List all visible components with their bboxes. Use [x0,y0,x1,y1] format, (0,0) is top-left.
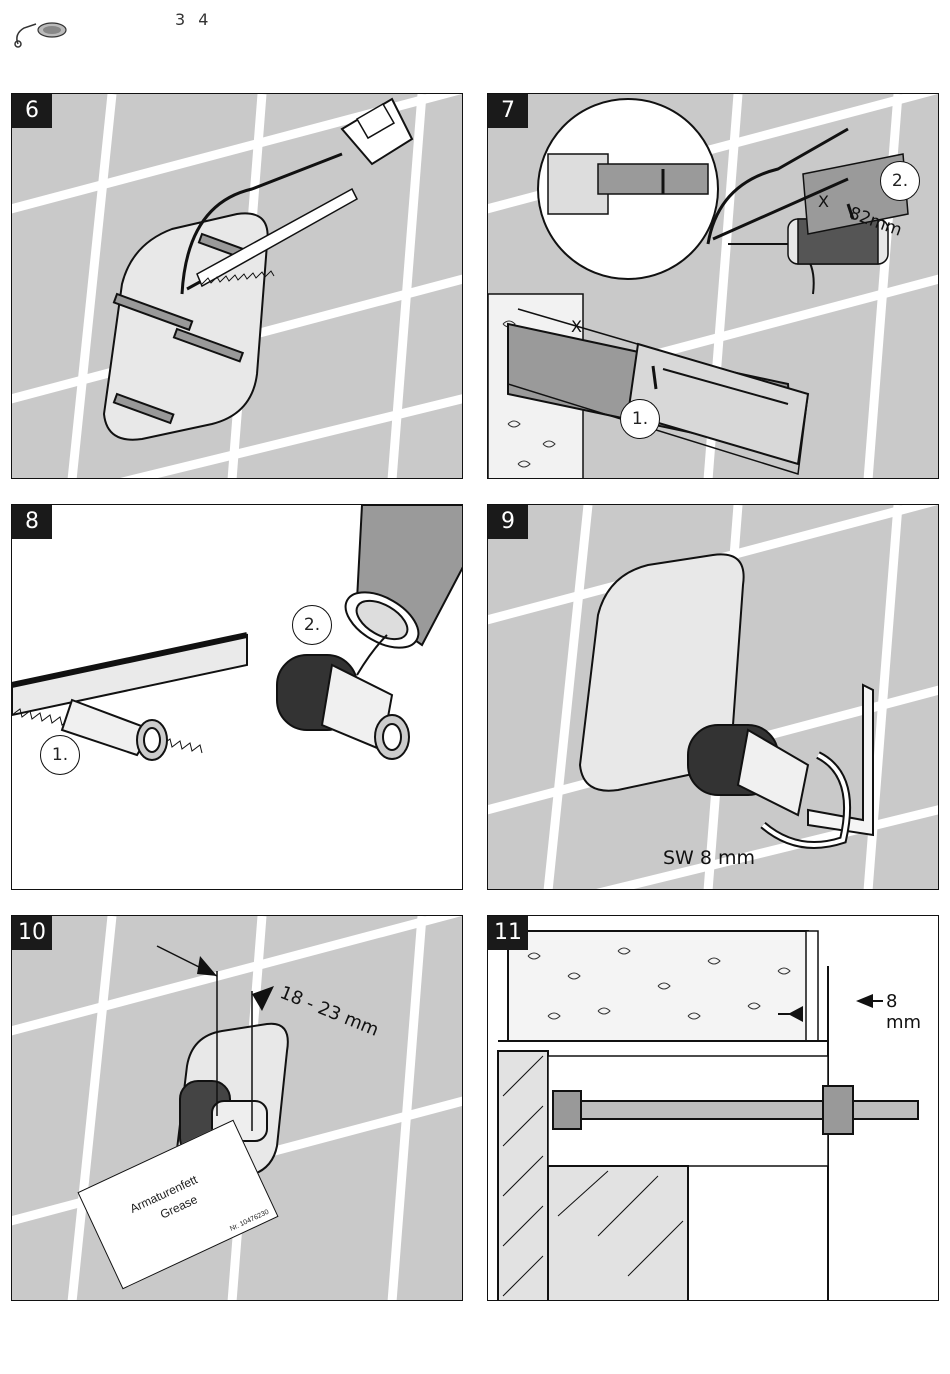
mark-x-label: X [571,317,582,336]
step-panel-7: 7 X X 82mm [487,93,939,479]
depth-label: 8 mm [886,991,938,1033]
hex-key-tighten-illustration [488,505,939,890]
step-panel-10: 10 18 - 23 mm Armaturenfett Grease Nr. 1… [11,915,463,1301]
step-label-1: 1. [620,399,660,439]
step-label-2: 2. [292,605,332,645]
step-panel-11: 11 8 mm [487,915,939,1301]
step-label-2: 2. [880,161,920,201]
measure-x-label: X [818,192,829,211]
insertion-depth-illustration [12,916,463,1301]
step-number: 8 [12,505,52,539]
page-number: 3 4 [175,10,212,29]
wrench-size-label: SW 8 mm [663,847,755,869]
saw-cutting-illustration [12,94,463,479]
shower-head-icon [10,10,70,50]
measure-and-mark-illustration [488,94,939,479]
step-number: 6 [12,94,52,128]
step-panel-9: 9 SW 8 mm [487,504,939,890]
wall-section-illustration [488,916,939,1301]
page-header: 3 4 [0,0,950,60]
step-panel-6: 6 [11,93,463,479]
step-panel-8: 8 1. 2. [11,504,463,890]
step-number: 9 [488,505,528,539]
step-number: 10 [12,916,52,950]
step-number: 11 [488,916,528,950]
cut-and-deburr-illustration [12,505,463,890]
step-number: 7 [488,94,528,128]
step-label-1: 1. [40,735,80,775]
